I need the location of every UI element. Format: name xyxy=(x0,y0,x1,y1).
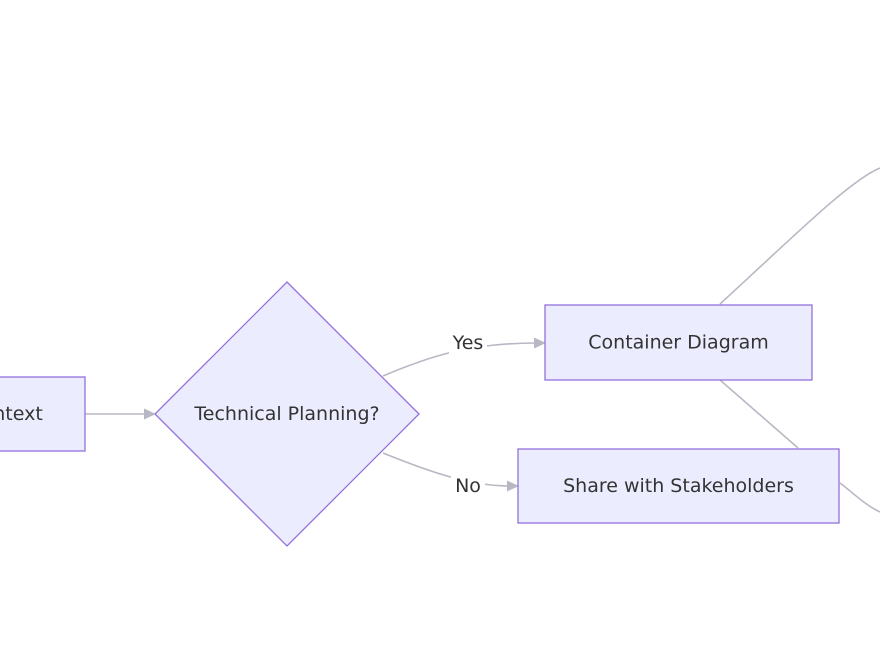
node-context: ntext xyxy=(0,376,86,452)
edge-label-yes: Yes xyxy=(452,332,484,354)
node-share-label: Share with Stakeholders xyxy=(563,475,794,497)
edge-label-no: No xyxy=(455,475,481,497)
edge-share-to-offscreen-bottom xyxy=(839,482,880,513)
node-container: Container Diagram xyxy=(544,304,813,381)
node-container-label: Container Diagram xyxy=(588,332,768,354)
edge-container-to-share xyxy=(719,379,799,449)
node-share: Share with Stakeholders xyxy=(517,448,840,524)
arrow-head-icon xyxy=(144,408,156,420)
node-decision-label: Technical Planning? xyxy=(193,403,379,425)
edge-decision-to-share xyxy=(382,452,511,487)
node-decision: Technical Planning? xyxy=(154,281,420,547)
arrow-head-icon xyxy=(534,337,546,349)
edge-labels: Yes No xyxy=(449,330,487,499)
edge-container-to-offscreen-top xyxy=(719,167,880,305)
arrow-head-icon xyxy=(507,480,519,492)
node-context-label: ntext xyxy=(0,403,43,425)
